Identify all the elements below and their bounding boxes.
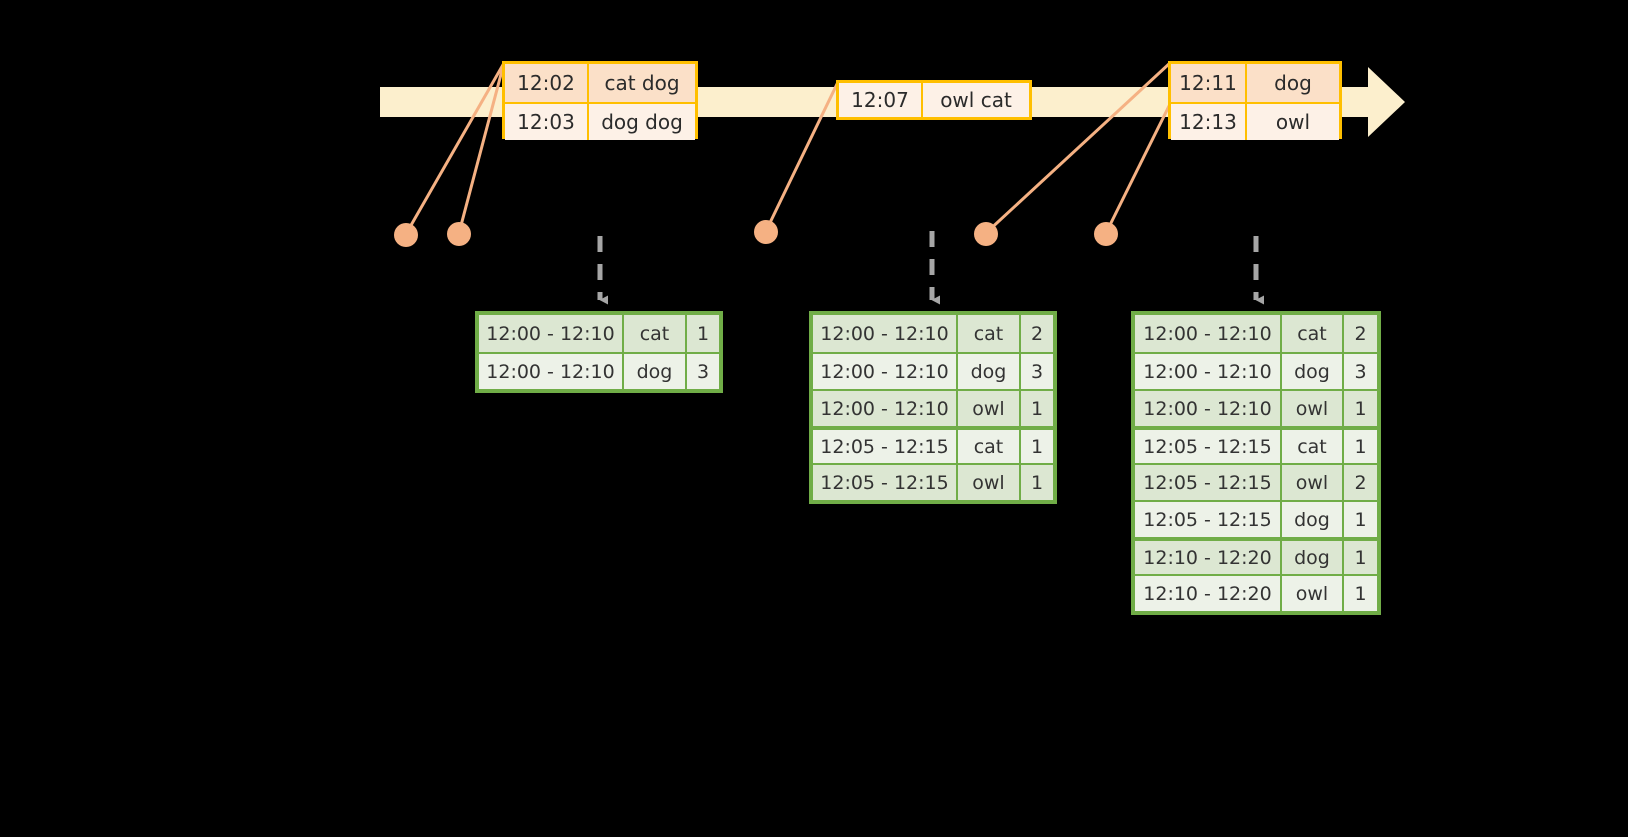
cell-window: 12:05 - 12:15 <box>1143 508 1272 531</box>
event-time: 12:11 <box>1179 71 1237 95</box>
cell-count: 1 <box>1342 576 1377 611</box>
cell-key: owl <box>1280 576 1342 611</box>
cell-window: 12:00 - 12:10 <box>1143 322 1272 345</box>
cell-window: 12:00 - 12:10 <box>1143 397 1272 420</box>
event-value: cat dog <box>587 64 695 102</box>
event-time: 12:07 <box>851 88 909 112</box>
cell-key: cat <box>956 315 1019 352</box>
cell-count: 1 <box>1342 502 1377 537</box>
cell-window: 12:05 - 12:15 <box>820 435 949 458</box>
cell-window: 12:10 - 12:20 <box>1143 582 1272 605</box>
event-value: dog <box>1245 64 1339 102</box>
cell-key: dog <box>1280 354 1342 389</box>
cell-window: 12:05 - 12:15 <box>1143 435 1272 458</box>
timeline-event-group-b[interactable]: 12:07 owl cat <box>836 80 1032 120</box>
cell-key: dog <box>956 354 1019 389</box>
event-dot <box>754 220 778 244</box>
cell-window: 12:00 - 12:10 <box>820 322 949 345</box>
cell-key: cat <box>622 315 685 352</box>
cell-count: 1 <box>1019 430 1053 463</box>
table-arrows <box>597 231 1264 305</box>
cell-window: 12:10 - 12:20 <box>1143 546 1272 569</box>
cell-key: owl <box>1280 391 1342 426</box>
timeline-event-row[interactable]: 12:07 owl cat <box>839 83 1029 117</box>
event-value: owl <box>1245 104 1339 140</box>
event-value: owl cat <box>921 83 1029 117</box>
cell-count: 1 <box>1019 465 1053 500</box>
cell-key: owl <box>1280 465 1342 500</box>
cell-window: 12:00 - 12:10 <box>820 397 949 420</box>
cell-window: 12:05 - 12:15 <box>820 471 949 494</box>
event-dot <box>447 222 471 246</box>
timeline-event-group-c[interactable]: 12:11 dog 12:13 owl <box>1168 61 1342 140</box>
cell-count: 3 <box>1019 354 1053 389</box>
event-time: 12:02 <box>517 71 575 95</box>
cell-count: 1 <box>1342 430 1377 463</box>
cell-key: dog <box>1280 541 1342 574</box>
timeline-event-row[interactable]: 12:03 dog dog <box>505 102 695 140</box>
cell-count: 2 <box>1342 465 1377 500</box>
cell-count: 1 <box>1019 391 1053 426</box>
cell-key: dog <box>1280 502 1342 537</box>
cell-count: 3 <box>1342 354 1377 389</box>
event-dot <box>974 222 998 246</box>
cell-window: 12:00 - 12:10 <box>820 360 949 383</box>
cell-key: cat <box>1280 315 1342 352</box>
timeline-event-row[interactable]: 12:02 cat dog <box>505 64 695 102</box>
cell-key: owl <box>956 391 1019 426</box>
cell-count: 1 <box>1342 541 1377 574</box>
event-time: 12:13 <box>1179 110 1237 134</box>
cell-count: 1 <box>685 315 719 352</box>
cell-count: 2 <box>1342 315 1377 352</box>
event-connector-lines <box>404 61 1172 235</box>
cell-key: cat <box>956 430 1019 463</box>
timeline-event-row[interactable]: 12:13 owl <box>1171 102 1339 140</box>
cell-count: 2 <box>1019 315 1053 352</box>
cell-key: owl <box>956 465 1019 500</box>
timeline-event-row[interactable]: 12:11 dog <box>1171 64 1339 102</box>
event-value: dog dog <box>587 104 695 140</box>
cell-key: cat <box>1280 430 1342 463</box>
event-dot <box>394 223 418 247</box>
cell-key: dog <box>622 354 685 389</box>
event-time: 12:03 <box>517 110 575 134</box>
cell-window: 12:00 - 12:10 <box>486 360 615 383</box>
cell-window: 12:00 - 12:10 <box>486 322 615 345</box>
event-dots <box>394 220 1118 247</box>
event-dot <box>1094 222 1118 246</box>
timeline-event-group-a[interactable]: 12:02 cat dog 12:03 dog dog <box>502 61 698 140</box>
cell-window: 12:00 - 12:10 <box>1143 360 1272 383</box>
cell-count: 3 <box>685 354 719 389</box>
cell-count: 1 <box>1342 391 1377 426</box>
cell-window: 12:05 - 12:15 <box>1143 471 1272 494</box>
